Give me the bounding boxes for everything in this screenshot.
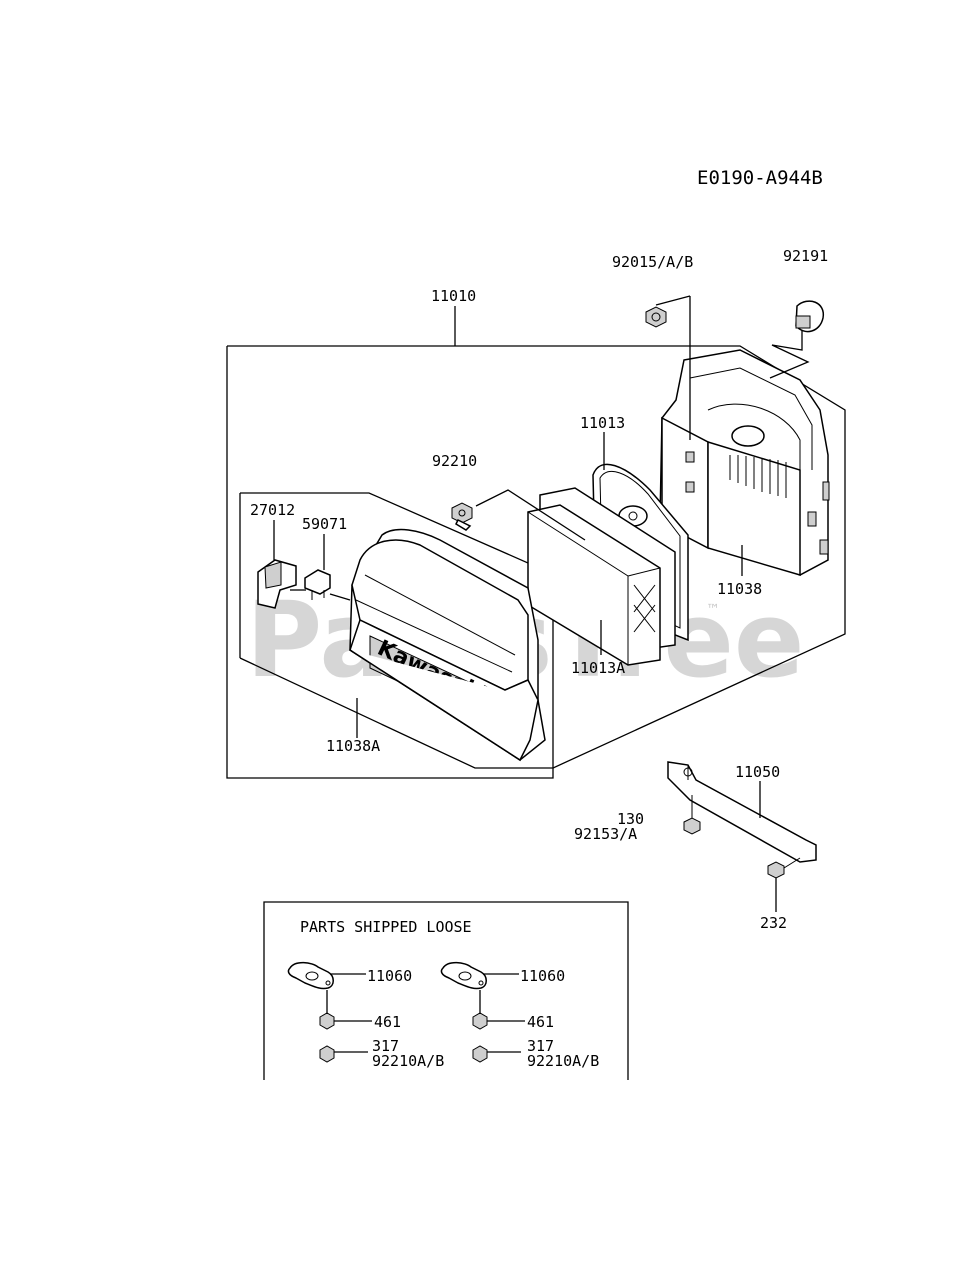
parts-shipped-loose-box: PARTS SHIPPED LOOSE 11060 461 317 92210A… (263, 901, 629, 1080)
assembly-boundary (226, 345, 846, 779)
loose-left-317-label: 317 (372, 1037, 399, 1055)
loose-set-right: 11060 461 317 92210A/B (440, 961, 599, 1070)
loose-left-nut-label: 461 (374, 1013, 401, 1031)
bolt-92153 (683, 795, 701, 835)
diagram-code: E0190-A944B (697, 167, 823, 189)
spring-link (329, 593, 351, 601)
loose-right-317-label: 317 (527, 1037, 554, 1055)
label-11013: 11013 (580, 414, 625, 432)
latch (257, 559, 297, 609)
air-cleaner-cover: Kawasaki (349, 528, 546, 762)
label-232: 232 (760, 914, 787, 932)
label-92210: 92210 (432, 452, 477, 470)
label-11038: 11038 (717, 580, 762, 598)
loose-right-gasket-label: 11060 (520, 967, 565, 985)
label-130: 130 (617, 810, 644, 828)
label-59071: 59071 (302, 515, 347, 533)
hose-clip (795, 300, 824, 333)
label-11010: 11010 (431, 287, 476, 305)
pre-filter-mesh (633, 584, 656, 633)
label-11038A: 11038A (326, 737, 380, 755)
bracket (667, 761, 817, 863)
leader-92191 (769, 330, 810, 379)
loose-set-left: 11060 461 317 92210A/B (287, 961, 444, 1070)
label-92153: 92153/A (574, 825, 637, 843)
cover-boundary (239, 492, 554, 769)
label-27012: 27012 (250, 501, 295, 519)
bolt-232 (767, 857, 801, 879)
leader-92015 (655, 295, 691, 306)
loose-left-92210-label: 92210A/B (372, 1052, 444, 1070)
loose-right-nut-label: 461 (527, 1013, 554, 1031)
loose-right-92210-label: 92210A/B (527, 1052, 599, 1070)
label-11050: 11050 (735, 763, 780, 781)
spring (304, 569, 331, 600)
watermark-trademark: ™ (706, 602, 720, 618)
loose-box-title: PARTS SHIPPED LOOSE (300, 918, 472, 936)
label-11013A: 11013A (571, 659, 625, 677)
nut-92210 (451, 502, 473, 531)
loose-left-gasket-label: 11060 (367, 967, 412, 985)
wing-nut (645, 306, 667, 328)
base-grille (729, 455, 787, 498)
leader-92210 (475, 489, 586, 541)
air-cleaner-base (659, 349, 830, 577)
label-92015: 92015/A/B (612, 253, 693, 271)
label-92191: 92191 (783, 247, 828, 265)
